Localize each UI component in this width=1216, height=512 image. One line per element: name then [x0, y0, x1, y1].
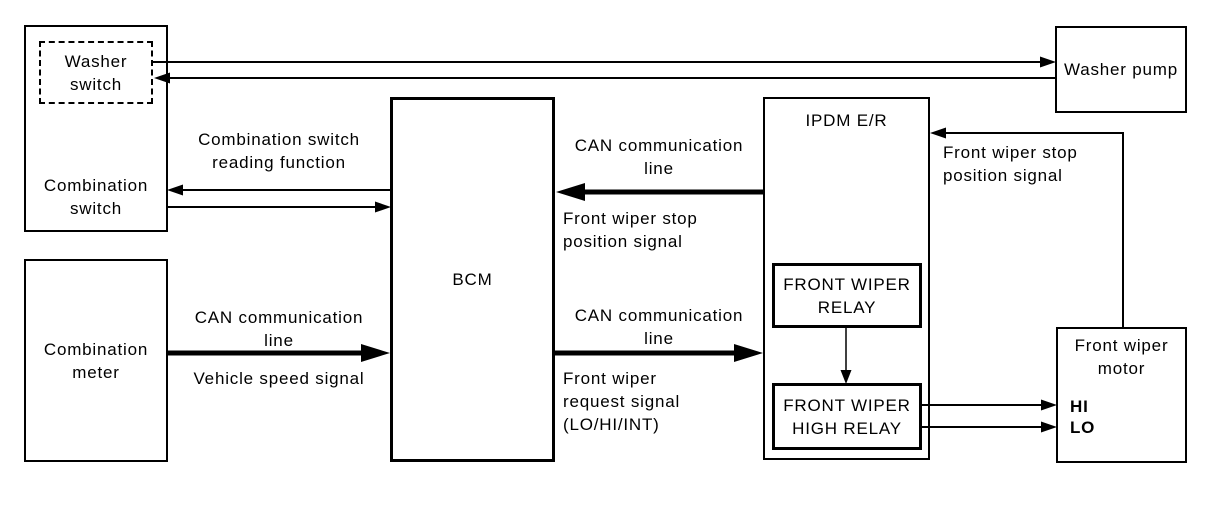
washer-switch-box: Washer switch [39, 41, 153, 104]
arrow-motor-to-ipdm-stop-signal [930, 127, 1124, 327]
washer-switch-label: Washer switch [64, 51, 128, 94]
washer-pump-label: Washer pump [1064, 60, 1178, 79]
motor-port-lo-label: LO [1070, 418, 1096, 437]
can-meter-to-bcm-label: CAN communication line [194, 308, 364, 350]
combination-switch-reading-label: Combination switch reading function [198, 130, 360, 172]
arrow-relay-to-high-relay [840, 328, 852, 384]
arrow-ipdm-to-bcm-can [556, 183, 763, 201]
front-wiper-request-label: Front wiper request signal (LO/HI/INT) [563, 369, 681, 434]
arrow-high-relay-to-motor-hi [922, 399, 1057, 411]
arrow-washer-pump-to-switch [154, 72, 1055, 84]
front-wiper-relay-box: FRONT WIPER RELAY [772, 263, 922, 328]
ipdm-box: IPDM E/R [763, 97, 930, 460]
front-wiper-stop-to-ipdm-label: Front wiper stop position signal [943, 143, 1078, 185]
combination-meter-label: Combination meter [43, 339, 149, 382]
vehicle-speed-signal-label: Vehicle speed signal [193, 369, 365, 388]
arrow-bcm-to-combination-switch [167, 184, 390, 196]
arrow-high-relay-to-motor-lo [922, 421, 1057, 433]
front-wiper-high-relay-label: FRONT WIPER HIGH RELAY [783, 395, 911, 438]
arrow-bcm-to-ipdm-can [555, 344, 763, 362]
bcm-box: BCM [390, 97, 555, 462]
arrow-washer-switch-to-pump [153, 56, 1056, 68]
washer-pump-box: Washer pump [1055, 26, 1187, 113]
can-ipdm-to-bcm-label: CAN communication line [574, 136, 744, 178]
front-wiper-motor-label: Front wiper motor [1074, 336, 1169, 378]
ipdm-label: IPDM E/R [805, 111, 888, 130]
motor-port-hi-label: HI [1070, 397, 1089, 416]
front-wiper-high-relay-box: FRONT WIPER HIGH RELAY [772, 383, 922, 450]
arrow-meter-to-bcm-can [168, 344, 390, 362]
can-bcm-to-ipdm-label: CAN communication line [574, 306, 744, 348]
bcm-label: BCM [452, 270, 493, 289]
front-wiper-relay-label: FRONT WIPER RELAY [783, 274, 911, 317]
arrow-combination-switch-to-bcm [168, 201, 391, 213]
combination-meter-box: Combination meter [24, 259, 168, 462]
front-wiper-stop-to-bcm-label: Front wiper stop position signal [563, 209, 698, 251]
front-wiper-motor-box: Front wiper motor HI LO [1056, 327, 1187, 463]
combination-switch-label: Combination switch [43, 176, 149, 218]
combination-switch-box: Combination switch [24, 25, 168, 232]
